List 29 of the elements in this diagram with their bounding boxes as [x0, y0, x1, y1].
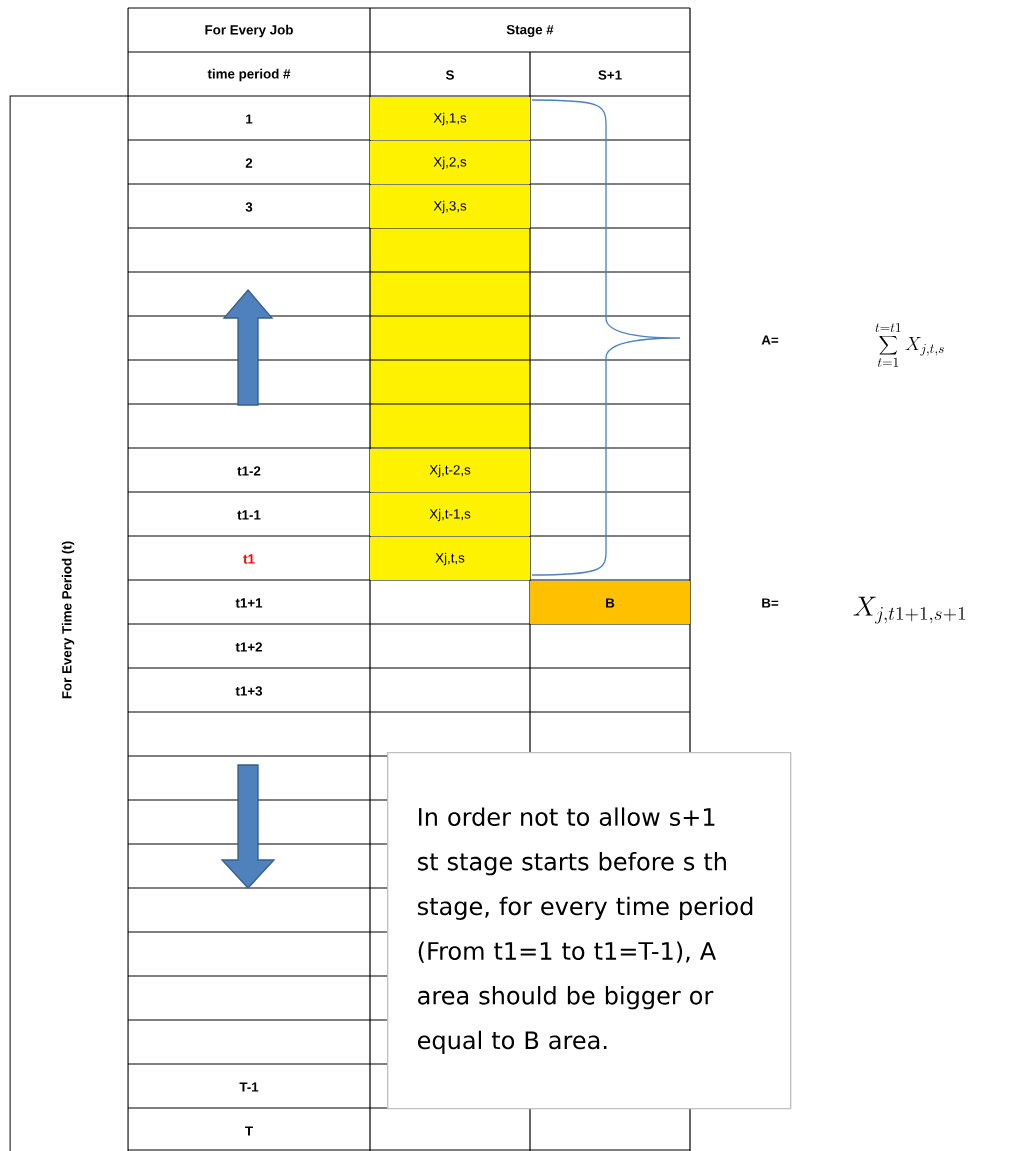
table-cell: time period #: [207, 68, 291, 82]
table-cell: Xj,2,s: [370, 141, 530, 184]
table-cell: Xj,1,s: [370, 97, 530, 140]
formula: $X_{j,t1+1,s+1}$: [853, 596, 966, 624]
axis-title: For Every Time Period (t): [61, 541, 75, 699]
table-cell: Xj,t,s: [370, 537, 530, 580]
table-cell: t1: [243, 554, 255, 564]
table-cell: T: [245, 1126, 253, 1136]
table-cell: Stage #: [506, 24, 554, 38]
table-cell: 3: [245, 202, 253, 212]
table-cell: t1+1: [235, 598, 263, 608]
table-cell: T-1: [239, 1082, 259, 1092]
table-cell: 2: [245, 158, 253, 168]
table-cell: For Every Job: [205, 24, 293, 38]
table-cell: 1: [246, 114, 253, 124]
table-cell: B: [530, 581, 690, 624]
table-cell: S+1: [598, 70, 622, 80]
formula-label: B=: [762, 598, 779, 608]
table-cell: t1-2: [237, 466, 261, 476]
table-cell: Xj,3,s: [370, 185, 530, 228]
table-cell: S: [445, 70, 454, 80]
formula-label: A=: [761, 335, 779, 345]
table-cell: t1+3: [235, 686, 263, 696]
note-box: In order not to allow s+1 st stage starts before s th stage, for every time period (From t1=1 to t1=T-1), A area should be bigger or equal to B area.: [387, 752, 792, 1110]
formula: $\sum_{t=1}^{t=t1} X_{j,t,s}$: [875, 323, 944, 367]
table-cell: t1-1: [237, 510, 261, 520]
table-cell: Xj,t-2,s: [370, 449, 530, 492]
table-cell: t1+2: [235, 642, 262, 652]
table-cell: Xj,t-1,s: [370, 493, 530, 536]
